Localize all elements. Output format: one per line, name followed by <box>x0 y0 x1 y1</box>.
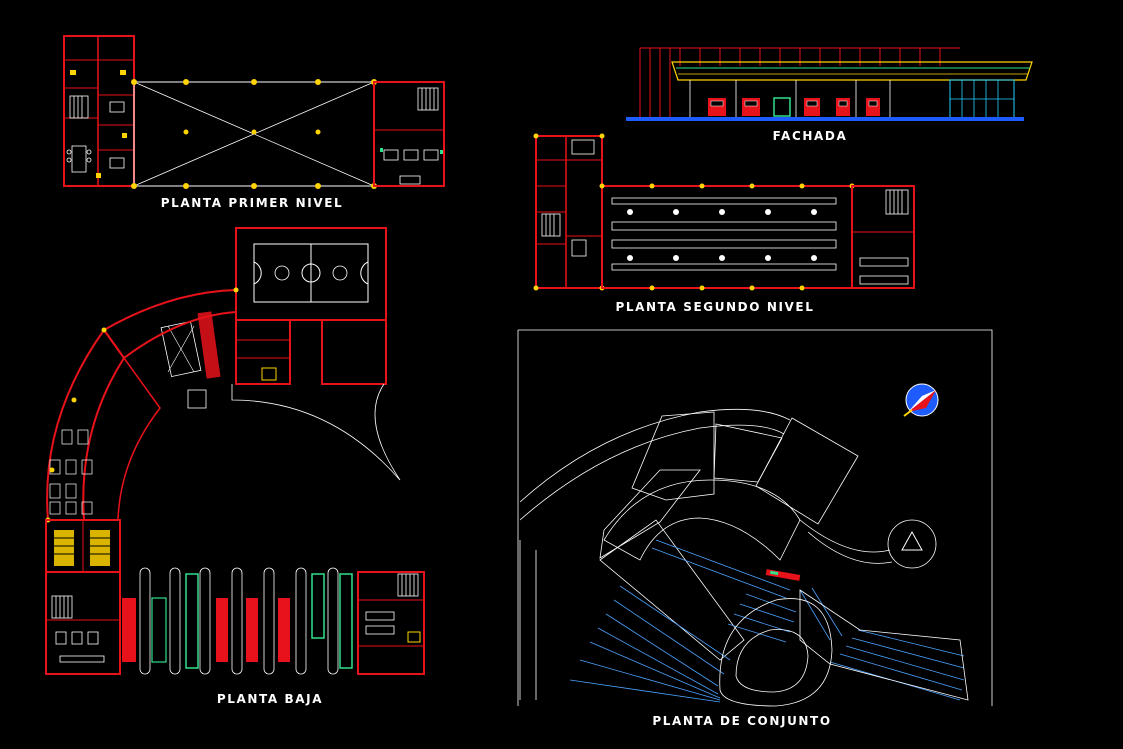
planta-segundo-nivel <box>533 133 915 291</box>
planta-de-conjunto <box>517 329 993 707</box>
title-planta-baja: PLANTA BAJA <box>217 692 323 706</box>
title-fachada: FACHADA <box>773 129 848 143</box>
triangle-marker-icon <box>901 530 923 551</box>
planta-primer-nivel <box>63 35 445 189</box>
title-planta-primer-nivel: PLANTA PRIMER NIVEL <box>161 196 344 210</box>
title-planta-segundo-nivel: PLANTA SEGUNDO NIVEL <box>616 300 815 314</box>
planta-baja <box>45 227 425 675</box>
fachada-elevation <box>626 47 1033 121</box>
title-planta-de-conjunto: PLANTA DE CONJUNTO <box>652 714 831 728</box>
bus-bays <box>139 567 339 675</box>
north-arrow-icon <box>903 383 939 417</box>
